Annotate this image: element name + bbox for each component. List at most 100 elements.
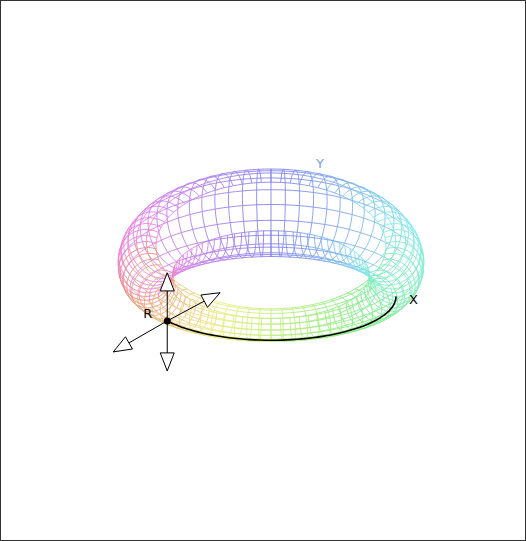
mesh-line — [402, 224, 404, 230]
mesh-line — [238, 253, 246, 255]
mesh-line — [337, 227, 349, 230]
mesh-line — [134, 280, 140, 286]
mesh-line — [404, 216, 408, 222]
mesh-line — [385, 199, 392, 204]
mesh-line — [144, 299, 152, 304]
mesh-line — [359, 193, 366, 197]
mesh-line — [293, 231, 300, 233]
mesh-line — [351, 189, 359, 193]
mesh-line — [367, 281, 374, 286]
mesh-line — [355, 251, 359, 254]
mesh-line — [379, 279, 385, 284]
mesh-line — [181, 229, 192, 232]
mesh-line — [285, 204, 299, 206]
mesh-line — [339, 306, 349, 309]
mesh-line — [185, 200, 192, 204]
mesh-line — [294, 244, 301, 246]
mesh-line — [359, 255, 362, 258]
mesh-line — [373, 217, 377, 222]
mesh-line — [367, 276, 372, 281]
mesh-line — [368, 259, 415, 308]
mesh-line — [176, 193, 183, 197]
mesh-line — [271, 308, 281, 309]
mesh-line — [143, 212, 147, 218]
mesh-line — [299, 206, 313, 207]
mesh-line — [176, 259, 184, 262]
mesh-line — [159, 196, 166, 201]
mesh-line — [349, 229, 360, 232]
mesh-line — [382, 304, 390, 308]
mesh-line — [127, 283, 132, 289]
mesh-line — [392, 275, 396, 279]
mesh-line — [391, 279, 397, 284]
mesh-line — [340, 179, 350, 183]
mesh-line — [340, 262, 348, 264]
mesh-line — [293, 172, 313, 258]
mesh-line — [180, 255, 183, 258]
mesh-line — [293, 174, 304, 175]
mesh-line — [395, 242, 396, 248]
mesh-line — [389, 207, 394, 213]
mesh-line — [364, 289, 372, 293]
mesh-line — [271, 177, 285, 178]
mesh-line — [407, 261, 410, 267]
mesh-line — [314, 177, 324, 179]
mesh-line — [161, 236, 171, 240]
mesh-line — [118, 259, 119, 265]
mesh-line — [271, 169, 283, 170]
mesh-line — [381, 227, 384, 232]
mesh-line — [331, 260, 340, 262]
mesh-line — [192, 196, 199, 200]
mesh-line — [167, 204, 178, 208]
mesh-line — [333, 241, 344, 243]
mesh-line — [302, 305, 312, 307]
mesh-line — [384, 249, 386, 255]
mesh-line — [124, 230, 127, 236]
mesh-line — [235, 333, 247, 334]
mesh-line — [248, 317, 260, 319]
mesh-line — [377, 265, 381, 270]
mesh-line — [192, 317, 199, 320]
mesh-line — [178, 183, 221, 263]
mesh-line — [236, 316, 248, 317]
mesh-line — [261, 182, 271, 183]
mesh-line — [191, 313, 202, 316]
mesh-line — [416, 262, 419, 268]
mesh-line — [160, 252, 168, 256]
mesh-line — [342, 185, 351, 189]
mesh-line — [127, 259, 174, 308]
mesh-line — [362, 193, 373, 197]
mesh-line — [283, 329, 295, 331]
mesh-line — [418, 279, 419, 284]
mesh-line — [170, 319, 180, 322]
mesh-line — [271, 220, 285, 221]
mesh-line — [256, 243, 264, 244]
mesh-line — [422, 270, 423, 276]
mesh-line — [158, 293, 159, 296]
mesh-line — [364, 270, 404, 315]
mesh-line — [187, 248, 192, 251]
mesh-line — [383, 201, 389, 206]
mesh-line — [202, 209, 215, 212]
mesh-line — [162, 265, 166, 270]
mesh-line — [379, 207, 384, 212]
mesh-line — [295, 322, 307, 323]
mesh-line — [281, 307, 291, 309]
mesh-line — [239, 308, 250, 309]
mesh-line — [218, 177, 228, 179]
mesh-line — [216, 188, 225, 190]
mesh-line — [132, 265, 176, 312]
mesh-line — [363, 319, 373, 322]
mesh-line — [306, 314, 317, 316]
mesh-line — [132, 297, 138, 302]
mesh-line — [385, 243, 386, 249]
mesh-line — [271, 170, 284, 171]
mesh-line — [419, 256, 421, 262]
mesh-line — [411, 229, 413, 235]
mesh-line — [339, 293, 347, 297]
mesh-line — [352, 322, 362, 325]
mesh-line — [293, 308, 304, 309]
mesh-line — [392, 205, 398, 211]
mesh-line — [140, 287, 141, 291]
mesh-line — [366, 197, 373, 202]
